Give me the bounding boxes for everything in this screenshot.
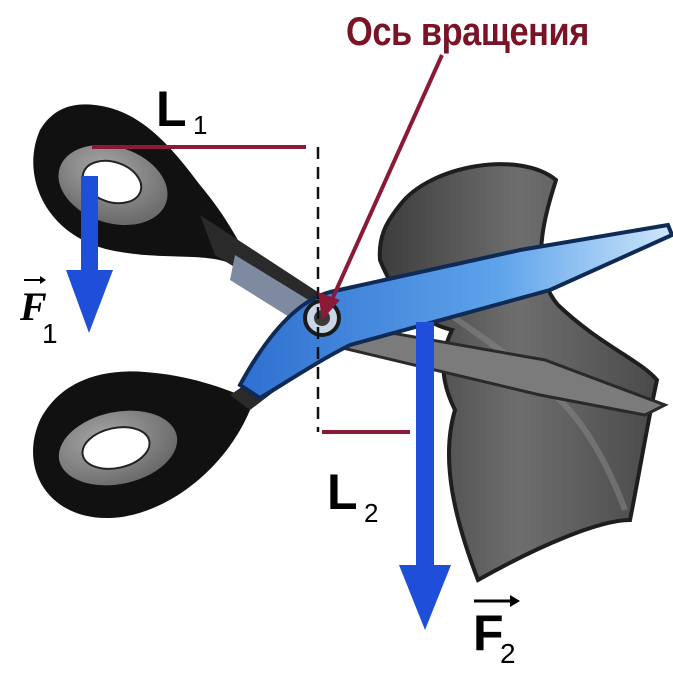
force-2-arrow xyxy=(399,322,451,630)
rotation-axis-label: Ось вращения xyxy=(346,10,589,54)
force-1-subscript: 1 xyxy=(42,318,58,349)
vector-arrow-icon xyxy=(474,595,520,607)
lever-arm-2-symbol: L xyxy=(327,464,358,520)
force-2-subscript: 2 xyxy=(500,638,516,669)
force-1-symbol: F xyxy=(20,284,47,329)
vector-arrow-icon xyxy=(24,276,46,284)
force-1-arrow xyxy=(66,176,113,333)
lever-arm-2-subscript: 2 xyxy=(364,498,379,528)
upper-blade xyxy=(237,222,673,401)
axis-pointer-arrow xyxy=(318,54,444,320)
lever-arm-1-subscript: 1 xyxy=(193,110,208,140)
force-2-symbol: F xyxy=(473,605,504,661)
lever-arm-1-symbol: L xyxy=(156,81,187,137)
